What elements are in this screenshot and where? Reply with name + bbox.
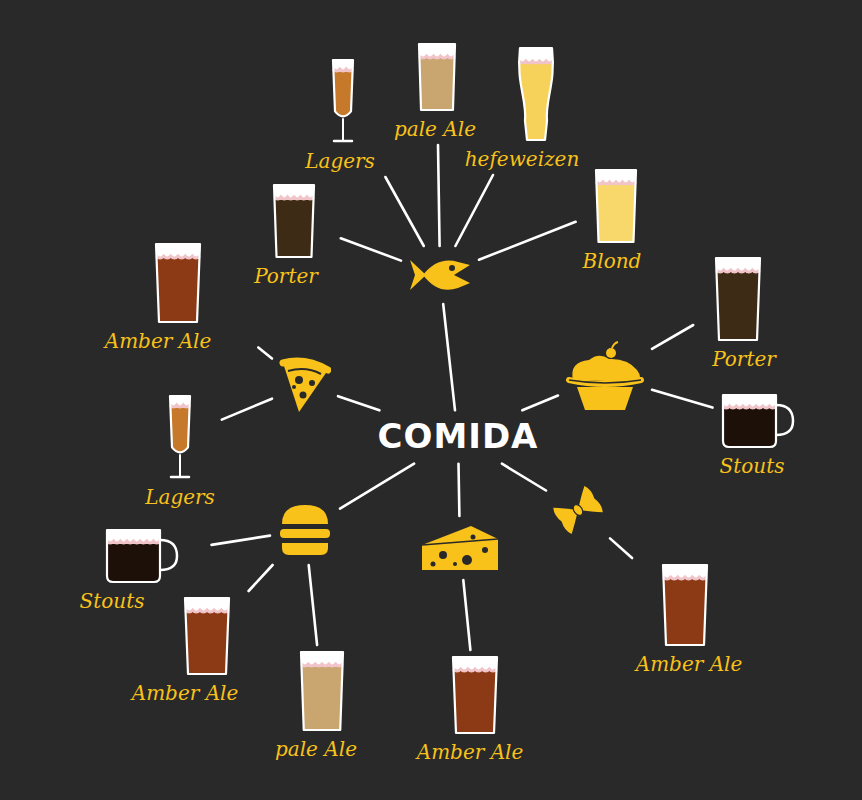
connector-line xyxy=(309,565,317,645)
beer-label: Blond xyxy=(583,250,642,272)
food-icon xyxy=(277,502,333,558)
connector-line xyxy=(443,304,455,410)
beer-glass-holder xyxy=(450,655,500,735)
connector-line xyxy=(385,177,423,246)
beer-glass xyxy=(182,596,232,676)
food-icon xyxy=(553,479,603,541)
beer-label: Stouts xyxy=(720,455,785,477)
connector-line xyxy=(455,175,493,246)
food-icon xyxy=(279,355,331,415)
beer-node: pale Ale xyxy=(390,40,484,142)
beer-glass-holder xyxy=(713,256,763,342)
connector-line xyxy=(522,396,558,411)
beer-node: Amber Ale xyxy=(624,561,747,677)
connector-line xyxy=(212,536,271,545)
beer-node: hefeweizen xyxy=(461,44,612,172)
beer-glass-holder xyxy=(298,650,346,732)
beer-glass-holder xyxy=(271,183,317,259)
connector-line xyxy=(340,464,414,509)
beer-label: Lagers xyxy=(145,486,215,508)
beer-node: Blond xyxy=(579,166,654,274)
connector-line xyxy=(652,390,713,408)
connector-line xyxy=(338,396,379,410)
beer-glass-holder xyxy=(153,242,203,324)
beer-glass xyxy=(153,242,203,324)
beer-glass-holder xyxy=(416,42,458,112)
beer-glass xyxy=(104,528,180,584)
connector-line xyxy=(258,348,272,359)
beer-label: Lagers xyxy=(305,150,375,172)
beer-label: Porter xyxy=(254,265,318,287)
beer-glass-holder xyxy=(515,46,557,142)
connector-line xyxy=(652,325,693,349)
beer-glass-holder xyxy=(660,563,710,647)
beer-node: pale Ale xyxy=(271,648,373,762)
connector-line xyxy=(341,238,401,260)
food-icon xyxy=(565,340,645,412)
beer-node: Amber Ale xyxy=(101,240,256,354)
beer-node: Lagers xyxy=(141,392,219,510)
beer-glass xyxy=(298,650,346,732)
beer-label: hefeweizen xyxy=(465,148,580,170)
beer-node: Lagers xyxy=(301,56,385,174)
beer-glass-holder xyxy=(104,528,180,584)
beer-label: Amber Ale xyxy=(417,741,524,763)
connector-line xyxy=(479,222,576,260)
beer-glass xyxy=(515,46,557,142)
beer-glass xyxy=(713,256,763,342)
connector-line xyxy=(222,399,272,420)
connector-line xyxy=(457,464,460,516)
beer-node: Porter xyxy=(250,181,338,289)
beer-node: Amber Ale xyxy=(413,653,538,765)
beer-glass xyxy=(167,394,193,480)
center-title: COMIDA xyxy=(378,418,539,455)
beer-label: pale Ale xyxy=(275,738,357,760)
beer-glass xyxy=(720,393,796,449)
beer-label: Amber Ale xyxy=(636,653,743,675)
beer-glass-holder xyxy=(593,168,639,244)
beer-node: Stouts xyxy=(716,391,801,479)
beer-glass-holder xyxy=(330,58,356,144)
connector-line xyxy=(249,565,273,591)
beer-glass xyxy=(450,655,500,735)
pasta-icon xyxy=(553,479,603,541)
cupcake-icon xyxy=(565,340,645,412)
connector-line xyxy=(502,464,546,491)
beer-label: Stouts xyxy=(80,590,145,612)
beer-glass xyxy=(593,168,639,244)
connector-line xyxy=(463,580,470,650)
beer-glass-holder xyxy=(167,394,193,480)
beer-label: Amber Ale xyxy=(105,330,212,352)
beer-glass xyxy=(660,563,710,647)
beer-glass-holder xyxy=(720,393,796,449)
beer-label: pale Ale xyxy=(394,118,476,140)
beer-glass-holder xyxy=(182,596,232,676)
burger-icon xyxy=(277,502,333,558)
beer-node: Porter xyxy=(696,254,780,372)
connector-line xyxy=(610,538,632,558)
cheese-icon xyxy=(419,523,501,573)
beer-glass xyxy=(416,42,458,112)
pizza-icon xyxy=(279,355,331,415)
food-icon xyxy=(408,253,472,297)
connector-line xyxy=(438,145,440,246)
center-label: COMIDA xyxy=(370,414,547,459)
beer-label: Porter xyxy=(712,348,776,370)
food-icon xyxy=(419,523,501,573)
beer-glass xyxy=(271,183,317,259)
beer-node: Amber Ale xyxy=(128,594,287,706)
beer-glass xyxy=(330,58,356,144)
fish-icon xyxy=(408,253,472,297)
beer-label: Amber Ale xyxy=(132,682,239,704)
